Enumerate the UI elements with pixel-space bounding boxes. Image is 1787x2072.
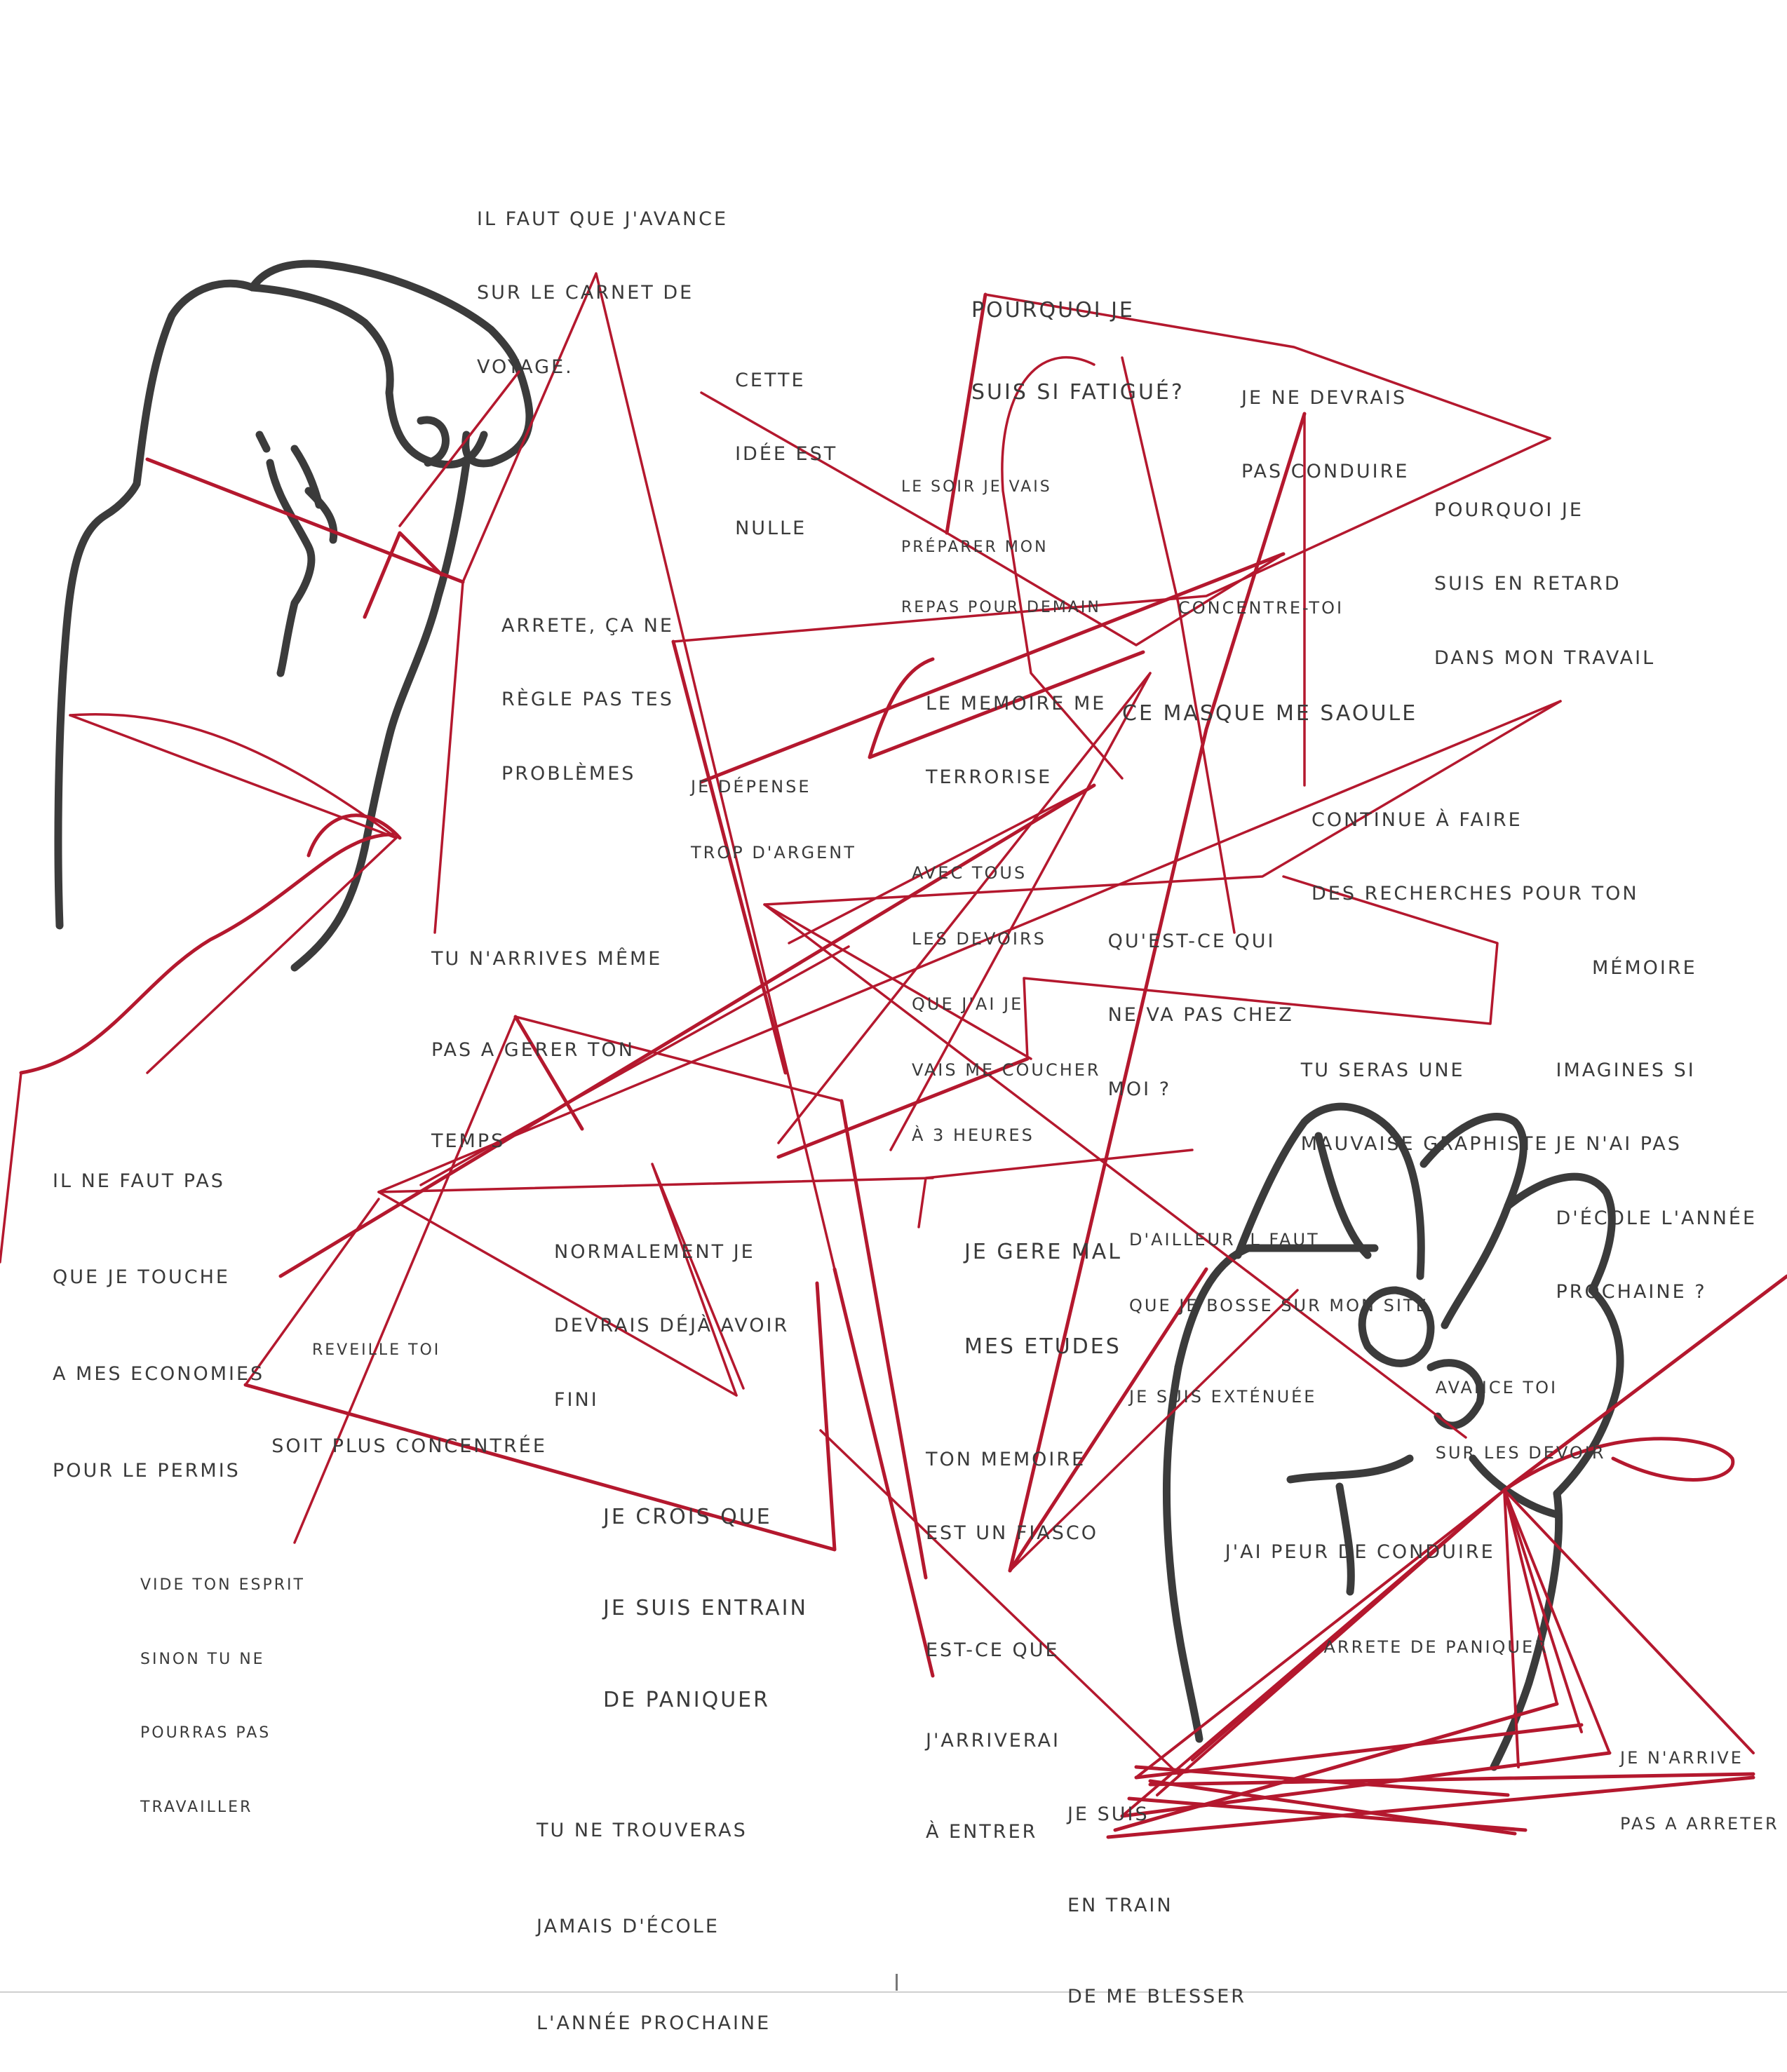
note-idee: Cette idée est nulle: [735, 370, 838, 539]
thread-strand: [763, 700, 1562, 1060]
thread-strand: [819, 1429, 1180, 1775]
thread-strand: [377, 700, 1562, 1193]
note-peur: J'ai peur de conduire: [1225, 1541, 1495, 1563]
note-etudes: Je gere mal mes etudes: [964, 1239, 1122, 1359]
thread-strand: [243, 1281, 837, 1552]
thread-strand: [363, 531, 444, 619]
thread-strand: [1113, 1702, 1559, 1832]
note-arreter: Je n'arrive pas a arreter: [1620, 1748, 1779, 1834]
note-blesser: Je suis en train de me blesser: [1067, 1803, 1247, 2007]
thread-strand: [945, 531, 1285, 646]
thread-strand: [839, 1099, 928, 1580]
note-reveille: Reveille toi: [312, 1341, 441, 1360]
note-esprit: Vide ton esprit sinon tu ne pourras pas …: [140, 1576, 305, 1816]
thread-strand: [146, 837, 398, 1074]
thread-strand: [889, 672, 1152, 1151]
thread-strand: [1008, 412, 1307, 1573]
thread-strand: [832, 1267, 935, 1678]
thread-strand: [945, 292, 987, 535]
note-fatigue: Pourquoi je suis si fatigué?: [971, 298, 1185, 405]
note-memoire-terrorise: Le memoire me terrorise: [926, 693, 1107, 789]
thread-strand: [293, 1015, 517, 1544]
thread-strand: [433, 581, 464, 934]
note-repas: Le soir je vais préparer mon repas pour …: [901, 478, 1101, 616]
note-retard: Pourquoi je suis en retard dans mon trav…: [1434, 499, 1656, 669]
note-soit: Soit plus concentrée: [271, 1435, 547, 1458]
thread-strand: [513, 1015, 584, 1131]
note-arrete: Arrete, ça ne règle pas tes problèmes: [501, 615, 674, 785]
thread-strand: [278, 783, 1096, 1278]
thread-strand: [145, 457, 465, 584]
thread-strand: [1135, 1489, 1506, 1779]
note-normalement: Normalement je devrais déjà avoir fini: [554, 1241, 790, 1411]
thread-strand: [19, 832, 395, 1075]
thread-strand: [1134, 1723, 1584, 1780]
note-paniquer: Arrete de paniquer: [1323, 1637, 1549, 1658]
thread-strand: [0, 1071, 22, 1264]
thread-strand: [1001, 356, 1124, 780]
thread-strand: [69, 714, 398, 839]
thread-strand: [700, 391, 948, 534]
thread-strand: [776, 1057, 1030, 1159]
binding-fold-mark: [896, 1974, 898, 1991]
thread-strand: [1148, 1779, 1517, 1836]
thread-strand: [763, 903, 1467, 1439]
thread-strand: [1008, 1267, 1208, 1573]
thread-strand: [306, 813, 402, 858]
thread-strand: [1191, 1489, 1506, 1761]
thread-strand: [699, 552, 1286, 784]
thread-strand: [244, 1198, 380, 1386]
note-avance: Avance toi sur les devoir: [1435, 1377, 1606, 1463]
thread-strand: [984, 293, 1551, 440]
note-conduire: Je ne devrais pas conduire: [1241, 387, 1410, 483]
page-edge-divider: [0, 1991, 1787, 1993]
thread-strand: [672, 437, 1551, 643]
thread-strand: [1502, 1437, 1735, 1492]
thread-strand: [868, 650, 1145, 759]
thread-strand: [377, 1191, 738, 1397]
thread-strand: [671, 639, 788, 1075]
note-economies: Il ne faut pas que je touche a mes econo…: [53, 1170, 265, 1482]
note-devoirs: Avec tous les devoirs que j'ai je vais m…: [912, 862, 1101, 1146]
thread-strand: [1009, 1289, 1299, 1572]
thread-strand: [1121, 356, 1236, 934]
note-concentre: Concentre-toi: [1178, 598, 1344, 618]
note-masque: Ce masque me saoule: [1122, 701, 1418, 726]
thread-strand: [1503, 1489, 1611, 1754]
thread-strand: [788, 784, 1095, 944]
thread-strand: [461, 272, 836, 1271]
note-graphiste: Tu seras une mauvaise graphiste: [1300, 1059, 1549, 1156]
thread-strand: [377, 1177, 934, 1193]
thread-strand: [1503, 1489, 1558, 1705]
thread-strand: [69, 713, 398, 839]
thread-strand: [777, 672, 1152, 1144]
note-trouveras: Tu ne trouveras jamais d'école l'année p…: [537, 1819, 771, 2034]
thread-strand: [1502, 1274, 1787, 1492]
thread-strand: [1503, 1489, 1755, 1754]
note-crois: Je crois que je suis entrain de paniquer: [603, 1504, 808, 1712]
thread-strand: [1503, 1489, 1583, 1733]
note-carnet: Il faut que j'avance sur le carnet de vo…: [477, 208, 729, 378]
thread-strand: [1106, 1775, 1755, 1839]
red-thread-icon: [0, 272, 1787, 1839]
note-recherches: Continue à faire des recherches pour ton…: [1311, 809, 1697, 979]
note-depense: Je dépense trop d'argent: [691, 777, 856, 862]
thread-strand: [514, 1015, 843, 1102]
left-fist-drawing-icon: [54, 259, 534, 972]
note-temps: Tu n'arrives même pas a gerer ton temps: [431, 948, 663, 1152]
note-entrer: Est-ce que j'arriverai à entrer: [926, 1639, 1060, 1843]
thread-strand: [1148, 1772, 1755, 1787]
thread-strand: [1134, 1765, 1510, 1797]
note-site: D'ailleur il faut que je bosse sur mon s…: [1129, 1229, 1429, 1315]
thread-strand: [651, 1163, 745, 1397]
note-imagines: Imagines si je n'ai pas d'école l'année …: [1556, 1059, 1758, 1303]
thread-strand: [398, 370, 520, 527]
note-fiasco: Ton memoire est un fiasco: [926, 1448, 1099, 1545]
note-extenue: Je suis exténuée: [1129, 1387, 1317, 1407]
note-questce: Qu'est-ce qui ne va pas chez moi ?: [1107, 930, 1294, 1100]
thread-strand: [1023, 875, 1499, 1060]
thread-strand: [1503, 1489, 1520, 1768]
